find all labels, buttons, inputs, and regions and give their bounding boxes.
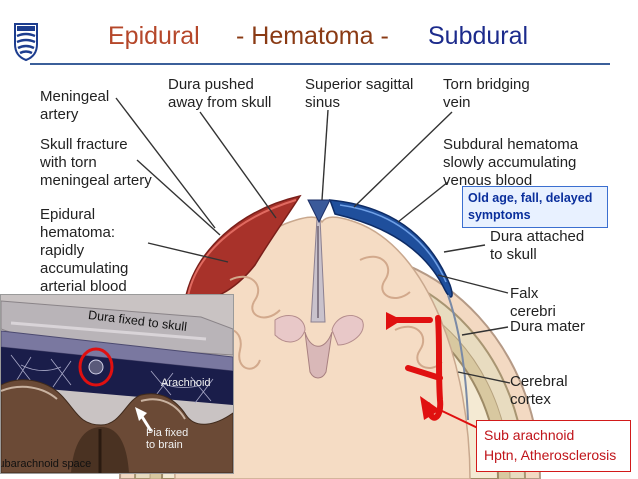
label-torn-bridging-vein: Torn bridging vein xyxy=(443,76,530,111)
subdural-note-box: Old age, fall, delayed symptoms xyxy=(462,186,608,228)
label-epidural-hematoma: Epidural hematoma: rapidly accumulating … xyxy=(40,206,129,295)
title-hematoma: - Hematoma - xyxy=(236,22,389,50)
label-meningeal-artery: Meningeal artery xyxy=(40,88,110,123)
inset-label-pia-fixed: Pia fixed to brain xyxy=(146,427,189,451)
slide-title: Epidural - Hematoma - Subdural xyxy=(0,22,638,62)
label-dura-mater: Dura mater xyxy=(510,318,586,335)
label-dura-attached: Dura attached to skull xyxy=(490,228,585,263)
title-divider xyxy=(30,63,610,65)
inset-label-arachnoid: Arachnoid xyxy=(161,377,211,389)
label-subdural-hematoma: Subdural hematoma slowly accumulating ve… xyxy=(443,136,579,189)
label-falx-cerebri: Falx cerebri xyxy=(510,285,556,320)
label-cerebral-cortex: Cerebral cortex xyxy=(510,373,568,408)
title-epidural: Epidural xyxy=(108,22,200,50)
subarachnoid-note-box: Sub arachnoid Hptn, Atherosclerosis xyxy=(476,420,631,472)
meninges-inset-illustration xyxy=(1,300,233,473)
vessel-highlight-circle xyxy=(78,347,114,387)
university-logo-icon xyxy=(14,23,38,62)
subdural-hematoma xyxy=(328,199,453,298)
meninges-inset: Dura fixed to skull Arachnoid Pia fixed … xyxy=(0,294,234,474)
inset-label-subarachnoid-space: Subarachnoid space xyxy=(0,458,92,470)
epidural-hematoma xyxy=(184,194,302,302)
label-dura-pushed: Dura pushed away from skull xyxy=(168,76,272,111)
label-skull-fracture: Skull fracture with torn meningeal arter… xyxy=(40,136,152,189)
title-subdural: Subdural xyxy=(428,22,529,50)
label-superior-sagittal-sinus: Superior sagittal sinus xyxy=(305,76,414,111)
